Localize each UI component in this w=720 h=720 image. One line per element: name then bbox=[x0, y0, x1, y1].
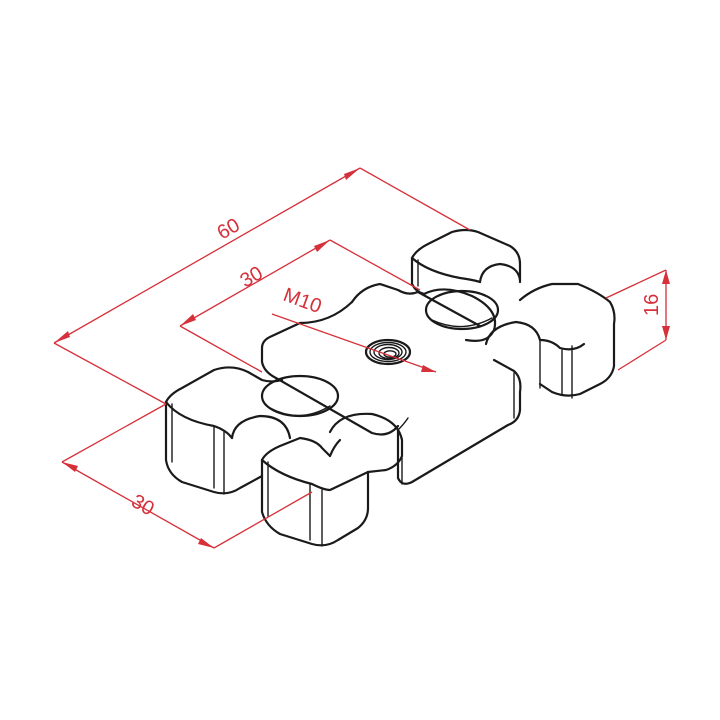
dimension-60: 60 bbox=[53, 167, 471, 405]
dimension-16: 16 bbox=[605, 269, 670, 371]
counterbore-right bbox=[424, 289, 500, 331]
dimension-60-label: 60 bbox=[214, 214, 244, 244]
dimension-m10-label: M10 bbox=[280, 284, 324, 318]
counterbore-left bbox=[260, 374, 340, 418]
dimension-m10: M10 bbox=[271, 284, 437, 373]
back-right-foot bbox=[484, 282, 616, 399]
dimension-30-top-label: 30 bbox=[237, 262, 267, 292]
dimension-16-label: 16 bbox=[641, 294, 663, 316]
dimension-30-bottom: 30 bbox=[61, 403, 313, 549]
threaded-hole-m10 bbox=[364, 338, 412, 366]
center-plate bbox=[260, 282, 522, 485]
front-left-foot bbox=[164, 366, 292, 495]
dimension-30-bottom-label: 30 bbox=[128, 490, 158, 520]
part-outline bbox=[164, 228, 616, 547]
back-left-foot bbox=[410, 228, 522, 342]
